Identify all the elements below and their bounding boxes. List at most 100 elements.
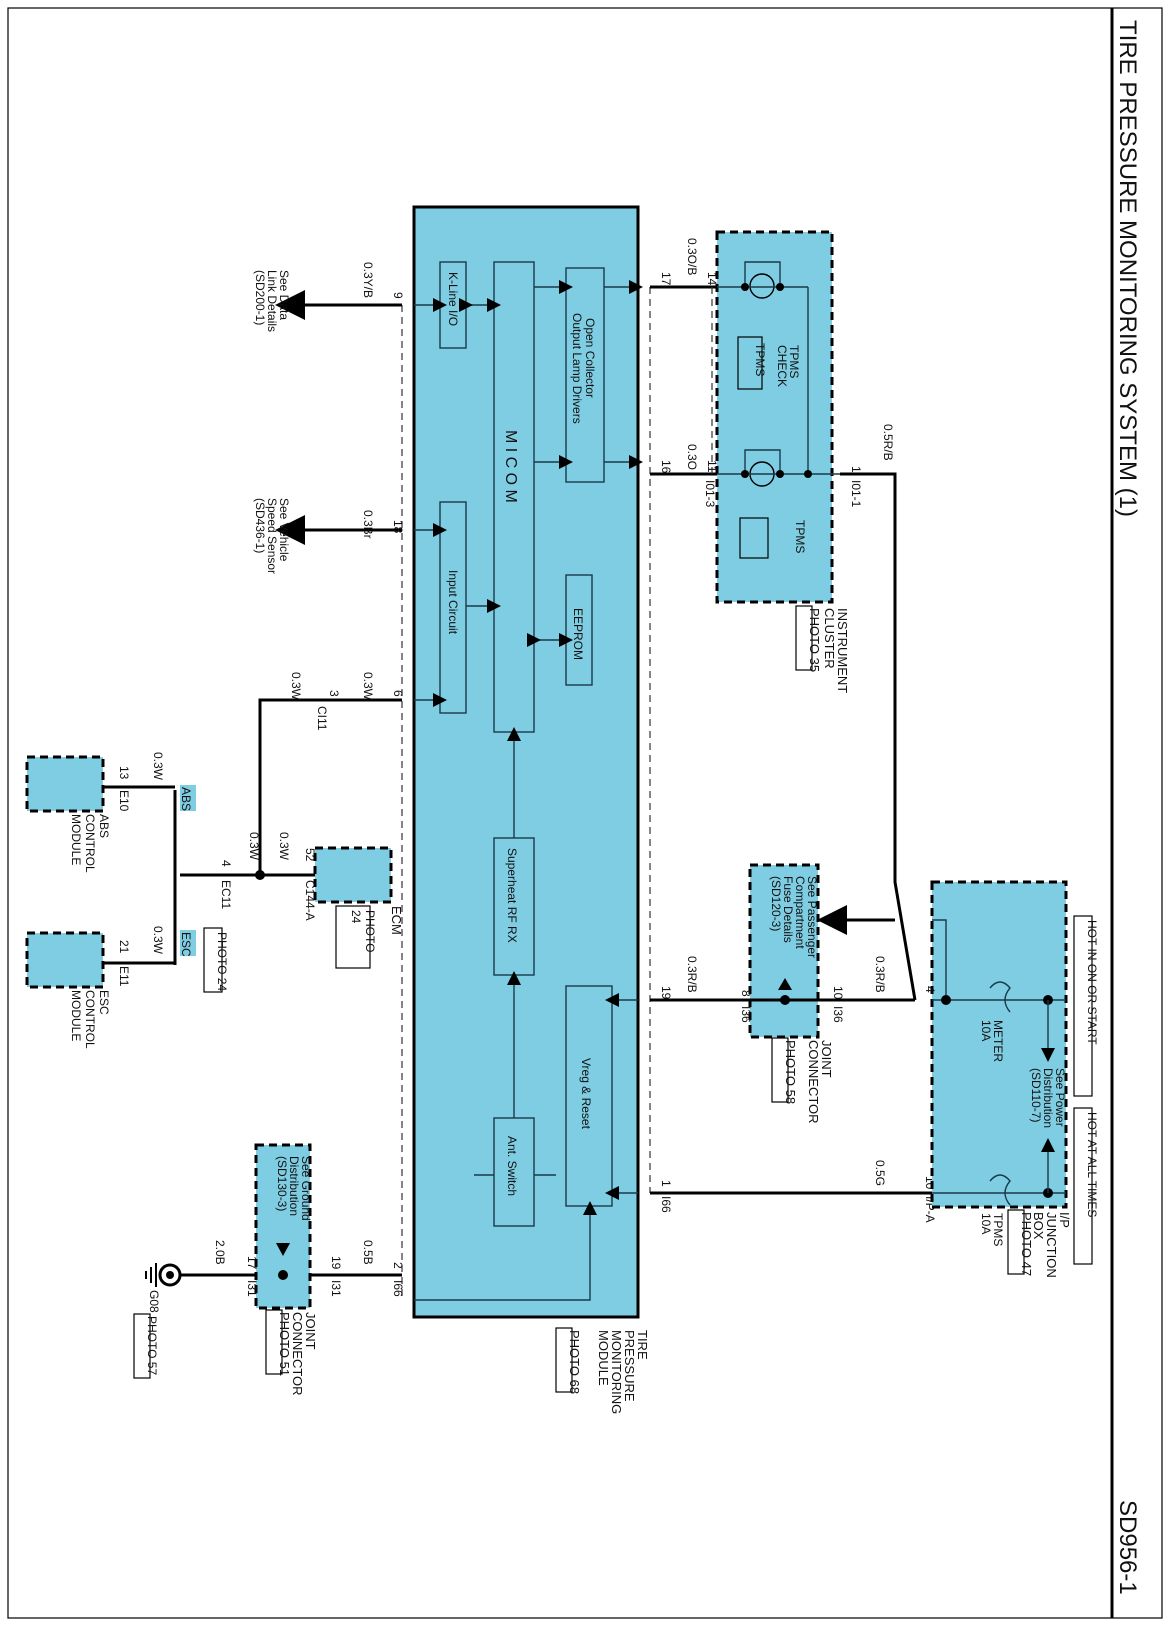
wire-label-19: 0.3R/B: [685, 956, 699, 993]
input-circuit-label: Input Circuit: [446, 570, 460, 635]
jc58-photo-box[interactable]: [771, 1037, 789, 1103]
pin-4j: 4: [923, 986, 937, 993]
esc-name-2: CONTROL: [83, 990, 97, 1049]
joint-connector-58[interactable]: [748, 863, 820, 1039]
abs-name-2: CONTROL: [83, 814, 97, 873]
jc58-name-1: JOINT: [819, 1040, 834, 1078]
jc58-photo[interactable]: PHOTO 58: [783, 1040, 798, 1104]
tpms-icon-box: [737, 336, 763, 390]
power-dist-ref-1: See Power: [1053, 1068, 1067, 1127]
jc58-ref-1: See Passenger: [805, 876, 819, 958]
wire-6[interactable]: [258, 698, 402, 872]
pin-1b: 1: [659, 1180, 673, 1187]
pin-e11: E11: [117, 966, 131, 987]
pin-3: 3: [327, 690, 341, 697]
wire-label-2: 0.5B: [361, 1240, 375, 1265]
instrument-cluster[interactable]: [715, 230, 834, 604]
ecm-photo-box[interactable]: [335, 905, 371, 969]
ipjb-name-1: I/P: [1057, 1212, 1072, 1228]
joint-connector-51[interactable]: [254, 1143, 312, 1310]
ground-icon: [145, 1263, 182, 1287]
pin-6: 6: [391, 690, 405, 697]
eeprom-block: [565, 574, 593, 686]
ground-photo[interactable]: PHOTO 57: [145, 1316, 159, 1375]
pin-18: 18: [391, 520, 405, 534]
esc-tag-bg: [180, 930, 196, 956]
pin-16: 16: [659, 460, 673, 474]
ec11-photo-box[interactable]: [203, 927, 223, 993]
pin-2: 2: [391, 1262, 405, 1269]
ecm-module[interactable]: [313, 846, 393, 904]
lamp-drivers-label-1: Open Collector: [583, 318, 597, 398]
abs-tag-bg: [180, 785, 196, 811]
cluster-name-1: INSTRUMENT: [835, 608, 850, 693]
pin-10: 10: [831, 986, 845, 1000]
tpms-warning-lamp-icon: [717, 449, 840, 487]
pin-9: 9: [391, 292, 405, 299]
ip-junction-box[interactable]: [930, 880, 1068, 1209]
jc58-arrow-icon: [778, 978, 792, 990]
wire-1[interactable]: [840, 472, 917, 1001]
wire-label-18: 0.3Br: [361, 510, 375, 539]
splice-dot: [255, 870, 265, 880]
jc51-arrow-icon: [276, 1243, 290, 1256]
tpms-module-photo-box[interactable]: [555, 1327, 573, 1393]
wire-label-6b: 0.3W: [289, 672, 303, 701]
ipjb-photo-box[interactable]: [1007, 1209, 1025, 1275]
ec11-photo[interactable]: PHOTO 24: [215, 932, 229, 991]
wire-label-9: 0.3Y/B: [361, 262, 375, 298]
micom-block: [493, 261, 535, 733]
wire-label-esc: 0.3W: [151, 926, 165, 955]
pin-i011: I01-1: [849, 480, 863, 508]
ref-speed-sensor-3: (SD436-1): [253, 498, 267, 553]
ecm-photo-1[interactable]: PHOTO: [363, 910, 377, 952]
wire-label-ec11: 0.3W: [247, 832, 261, 861]
abs-module[interactable]: [25, 755, 105, 813]
esc-module[interactable]: [25, 931, 105, 989]
rf-rx-block: [493, 837, 535, 976]
pin-14: 14: [705, 272, 719, 286]
tpms-check-label-2: CHECK: [775, 345, 789, 387]
power-dist-ref-2: Distribution: [1041, 1068, 1055, 1128]
hot-always-box: [1073, 1107, 1093, 1265]
cluster-photo[interactable]: PHOTO 35: [807, 608, 822, 672]
lamp-drivers-label-2: Output Lamp Drivers: [570, 313, 584, 424]
pin-17: 17: [659, 272, 673, 286]
input-circuit-block: [439, 501, 467, 714]
cluster-photo-box[interactable]: [795, 605, 813, 671]
wire-label-16: 0.3O: [685, 444, 699, 470]
pin-ec11: EC11: [219, 880, 233, 909]
wire-label-6: 0.3W: [361, 672, 375, 701]
pin-19b: 19: [329, 1256, 343, 1270]
esc-name-1: ESC: [97, 990, 111, 1015]
pin-11: 11: [705, 460, 719, 473]
tpms-fuse-icon: [989, 1174, 1011, 1206]
esc-tag: ESC: [179, 932, 193, 957]
ground-photo-box[interactable]: [133, 1313, 151, 1379]
tpms-module[interactable]: K-Line I/O M I C O M Open Collector Outp…: [412, 205, 643, 1319]
jc58-ref-3: Fuse Details: [781, 876, 795, 943]
ref-data-link-2: Link Details: [265, 270, 279, 332]
pin-i31a: I31: [329, 1280, 343, 1297]
ant-switch-label: Ant. Switch: [505, 1136, 519, 1196]
pin-i013: I01-3: [703, 480, 717, 508]
hot-start-label: HOT IN ON OR START: [1085, 920, 1099, 1045]
rf-rx-label: Superheat RF RX: [505, 848, 519, 943]
tpms-module-photo[interactable]: PHOTO 68: [567, 1330, 582, 1394]
jc51-photo[interactable]: PHOTO 51: [277, 1312, 292, 1376]
eeprom-label: EEPROM: [571, 608, 585, 660]
meter-fuse-icon: [989, 981, 1011, 1013]
ipjb-photo[interactable]: PHOTO 47: [1019, 1212, 1034, 1276]
ecm-photo-2[interactable]: 24: [349, 910, 363, 924]
power-dist-arrow-down-icon: [1041, 1048, 1055, 1062]
jc51-ref-1: See Ground: [299, 1156, 313, 1221]
ground-name: G08: [147, 1290, 161, 1313]
pin-i36b: I36: [831, 1006, 845, 1023]
pin-13: 13: [117, 766, 131, 780]
ipjb-name-2: JUNCTION: [1044, 1212, 1059, 1278]
tpms-check-label-1: TPMS: [787, 345, 801, 378]
power-dist-arrow-up-icon: [1041, 1138, 1055, 1152]
micom-label: M I C O M: [502, 430, 519, 503]
tpms-module-name-2: PRESSURE: [622, 1330, 637, 1402]
jc51-photo-box[interactable]: [265, 1309, 283, 1375]
